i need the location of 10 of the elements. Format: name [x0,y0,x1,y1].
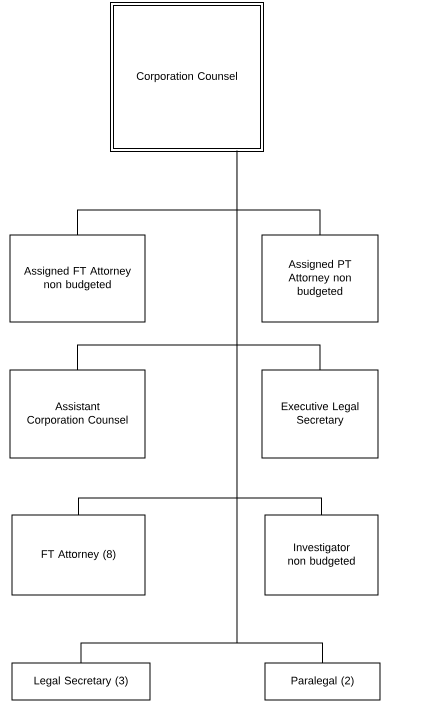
position-box: Legal Secretary (3) [12,662,150,700]
position-box: Assistant Corporation Counsel [10,370,146,458]
position-box: Executive Legal Secretary [262,370,378,458]
position-box: FT Attorney (8) [12,514,146,596]
title-box: Corporation Counsel [110,2,264,152]
position-box: Assigned PT Attorney non budgeted [262,234,378,322]
position-box: Paralegal (2) [264,662,380,700]
connector-line [236,150,323,663]
position-box: Investigator non budgeted [264,514,378,596]
position-box: Assigned FT Attorney non budgeted [10,234,146,322]
